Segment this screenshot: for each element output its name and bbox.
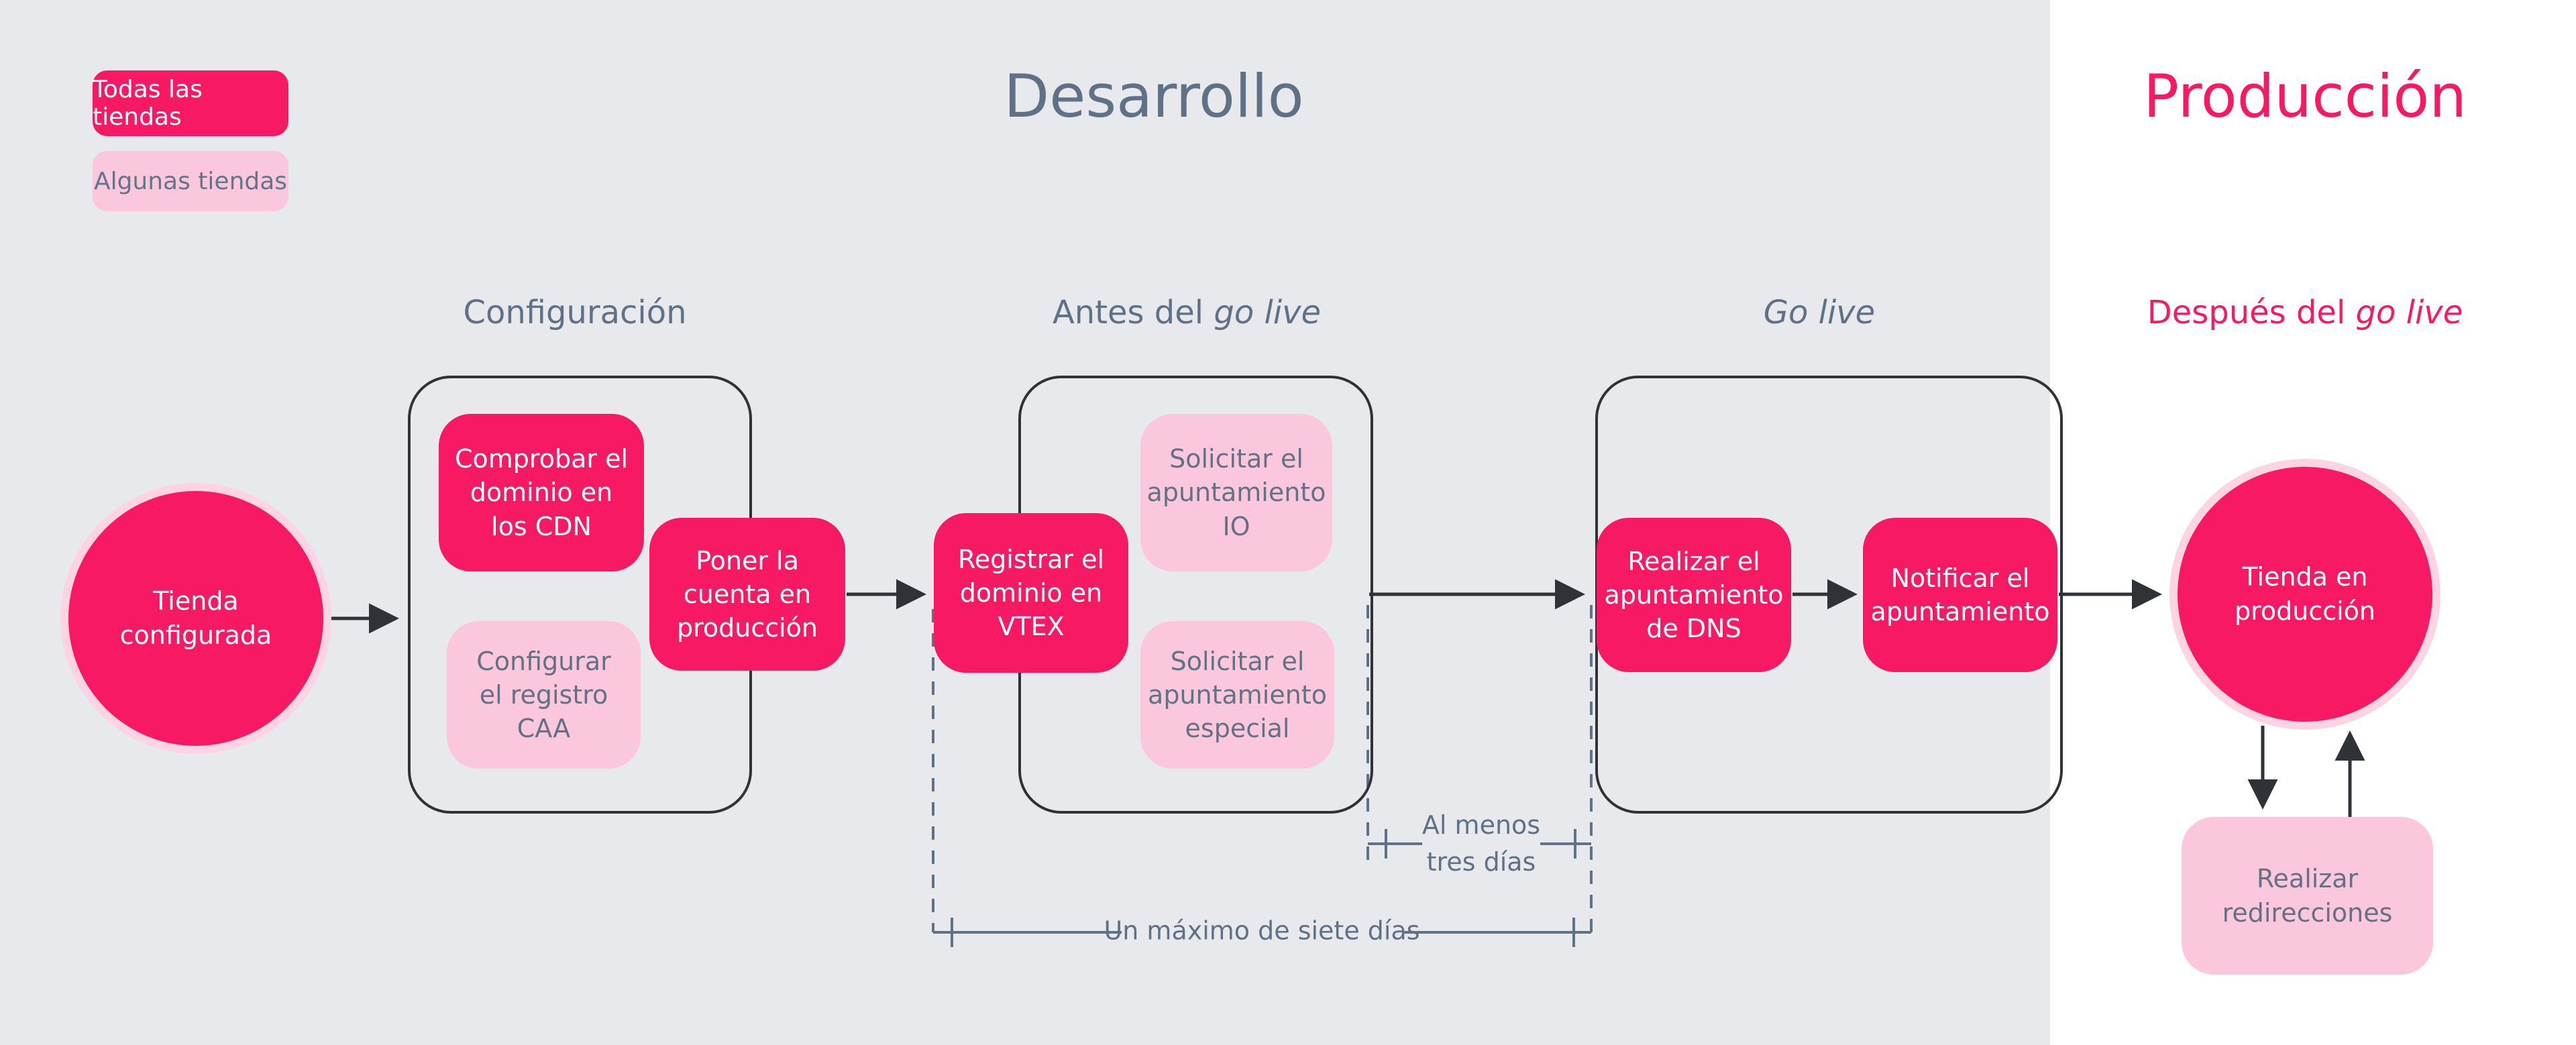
node-redirects: Realizar redirecciones (2182, 817, 2433, 975)
phase-configuration: Configuración (463, 294, 687, 331)
node-dns-pointing-label: Realizar el apuntamiento de DNS (1604, 546, 1784, 644)
development-title: Desarrollo (1004, 62, 1304, 131)
node-store-production: Tienda en producción (2169, 459, 2440, 730)
node-register-domain: Registrar el dominio en VTEX (934, 513, 1128, 673)
node-check-domain-cdn: Comprobar el dominio en los CDN (439, 414, 644, 571)
min-days-label: Al menos tres días (1422, 807, 1540, 881)
node-store-configured: Tienda configurada (60, 483, 331, 754)
phase-before-golive: Antes del go live (1053, 294, 1321, 331)
node-account-production: Poner la cuenta en producción (649, 518, 845, 671)
node-redirects-label: Realizar redirecciones (2222, 864, 2393, 928)
min-days-label-line2: tres días (1426, 847, 1536, 877)
node-check-domain-cdn-label: Comprobar el dominio en los CDN (455, 444, 629, 541)
node-notify-pointing-label: Notificar el apuntamiento (1870, 563, 2050, 626)
min-days-label-line1: Al menos (1421, 810, 1541, 840)
phase-before-golive-term: go live (1214, 294, 1322, 331)
node-account-production-label: Poner la cuenta en producción (676, 545, 818, 643)
phase-after-golive-prefix: Después del (2147, 294, 2356, 331)
phase-after-golive-term: go live (2355, 294, 2463, 331)
node-request-io-pointing: Solicitar el apuntamiento IO (1140, 414, 1332, 571)
node-configure-caa: Configurar el registro CAA (447, 621, 641, 769)
node-store-production-body: Tienda en producción (2178, 467, 2432, 722)
phase-golive: Go live (1763, 294, 1876, 331)
phase-after-golive: Después del go live (2147, 294, 2463, 331)
legend-all-stores-label: Todas las tiendas (93, 76, 203, 131)
legend-some-stores: Algunas tiendas (93, 151, 288, 211)
node-store-configured-body: Tienda configurada (68, 491, 323, 746)
node-request-io-pointing-label: Solicitar el apuntamiento IO (1146, 444, 1326, 541)
legend-all-stores: Todas las tiendas (93, 70, 288, 136)
node-store-production-label: Tienda en producción (2234, 561, 2376, 626)
node-store-configured-label: Tienda configurada (119, 586, 272, 650)
max-days-label: Un máximo de siete días (1104, 916, 1420, 946)
node-register-domain-label: Registrar el dominio en VTEX (958, 544, 1104, 642)
production-title: Producción (2143, 62, 2467, 131)
node-dns-pointing: Realizar el apuntamiento de DNS (1597, 518, 1791, 672)
node-configure-caa-label: Configurar el registro CAA (476, 646, 611, 744)
node-notify-pointing: Notificar el apuntamiento (1863, 518, 2057, 672)
phase-before-golive-prefix: Antes del (1052, 294, 1214, 331)
node-request-special-pointing-label: Solicitar el apuntamiento especial (1148, 646, 1327, 744)
legend-some-stores-label: Algunas tiendas (93, 167, 288, 195)
node-request-special-pointing: Solicitar el apuntamiento especial (1140, 621, 1334, 769)
